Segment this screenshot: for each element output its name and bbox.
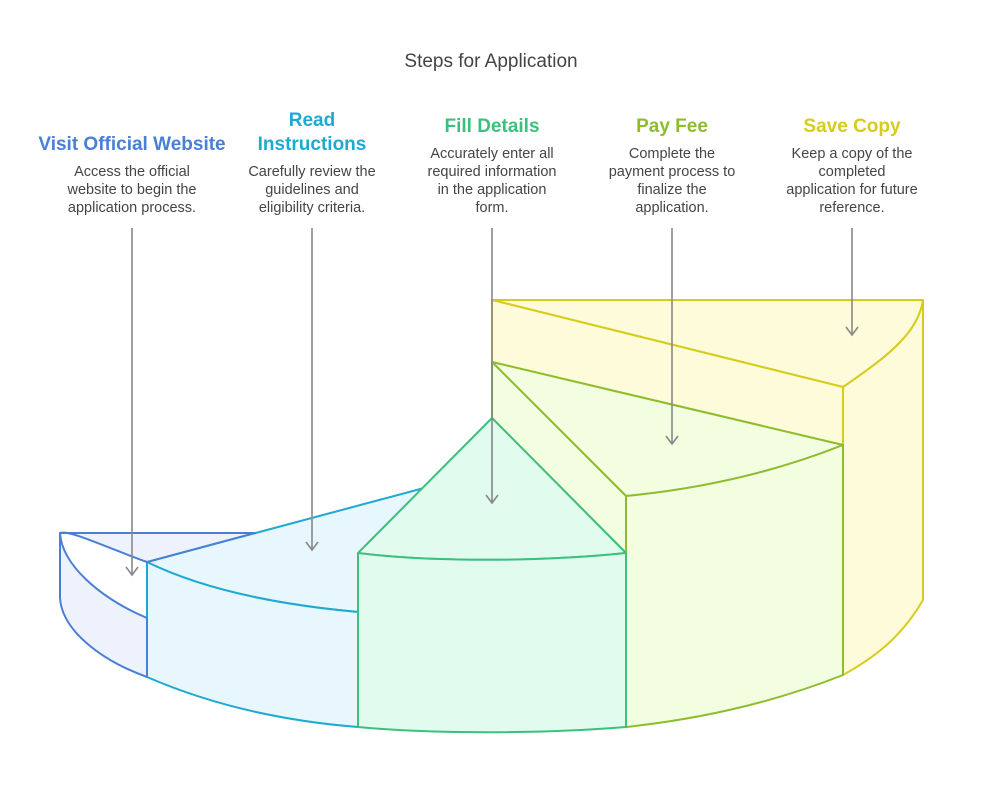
step-description-fill-details: Accurately enter all (430, 146, 553, 162)
arrow-read-instructions (305, 228, 319, 552)
step-description-visit-website: Access the official (74, 164, 190, 180)
step-heading-fill-details: Fill Details (444, 116, 539, 137)
step-description-pay-fee: finalize the (637, 182, 706, 198)
step-description-read-instructions: guidelines and (265, 182, 359, 198)
step-heading-read-instructions: Read (289, 110, 335, 131)
segment-read-instructions (146, 487, 425, 728)
arrow-save-copy (845, 228, 859, 337)
arrow-pay-fee (665, 228, 679, 446)
segment-visit-website-side (59, 532, 148, 678)
segment-fill-details-side (357, 552, 627, 734)
step-description-save-copy: reference. (819, 200, 884, 216)
step-description-fill-details: in the application (438, 182, 547, 198)
step-description-pay-fee: payment process to (609, 164, 736, 180)
step-description-save-copy: Keep a copy of the (792, 146, 913, 162)
step-description-visit-website: application process. (68, 200, 196, 216)
step-description-pay-fee: Complete the (629, 146, 715, 162)
arrow-visit-website (125, 228, 139, 577)
segment-visit-website-top (59, 531, 256, 563)
step-description-fill-details: form. (475, 200, 508, 216)
step-description-pay-fee: application. (635, 200, 708, 216)
arrow-fill-details (485, 228, 499, 505)
segment-pay-fee (491, 361, 844, 728)
segment-pay-fee-side (625, 444, 844, 728)
step-description-fill-details: required information (428, 164, 557, 180)
diagram-title: Steps for Application (404, 51, 577, 72)
segment-save-copy (491, 299, 924, 676)
step-description-read-instructions: Carefully review the (248, 164, 375, 180)
segment-save-copy-top (491, 299, 924, 388)
step-description-save-copy: completed (819, 164, 886, 180)
segment-visit-website (59, 531, 256, 678)
step-heading-save-copy: Save Copy (803, 116, 901, 137)
step-heading-visit-website: Visit Official Website (38, 134, 225, 155)
step-description-visit-website: website to begin the (67, 182, 197, 198)
step-description-save-copy: application for future (786, 182, 917, 198)
step-heading-read-instructions: Instructions (258, 134, 367, 155)
step-heading-pay-fee: Pay Fee (636, 116, 708, 137)
step-description-read-instructions: eligibility criteria. (259, 200, 365, 216)
